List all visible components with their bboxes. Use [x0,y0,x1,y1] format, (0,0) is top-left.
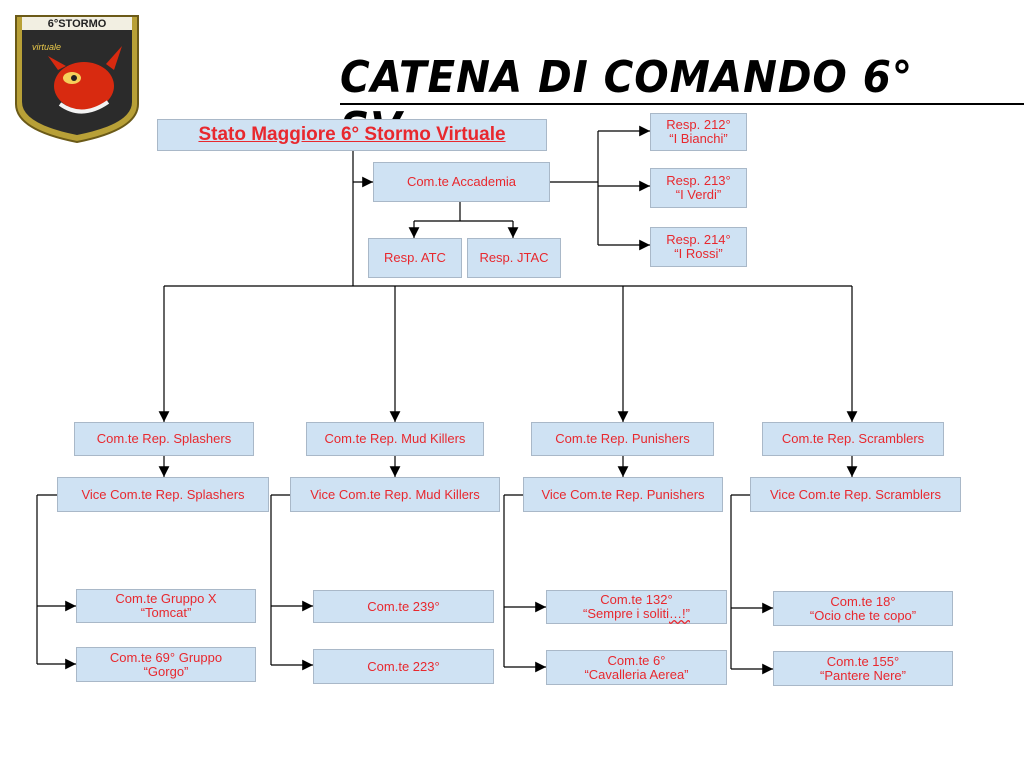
resp-212-node: Resp. 212° “I Bianchi” [650,113,747,151]
resp-213-node: Resp. 213° “I Verdi” [650,168,747,208]
unit-line2-tail: …!” [669,606,690,621]
unit-line2: “Cavalleria Aerea” [584,666,689,682]
unit-132-node: Com.te 132° “Sempre i soliti…!” [546,590,727,624]
svg-text:virtuale: virtuale [32,42,61,52]
resp-212-line2: “I Bianchi” [669,131,728,146]
unit-line2: “Gorgo” [143,663,189,679]
unit-line2: “Sempre i soliti…!” [583,607,690,621]
root-node: Stato Maggiore 6° Stormo Virtuale [157,119,547,151]
unit-223-node: Com.te 223° [313,649,494,684]
unit-line1: Com.te 155° [826,653,900,669]
svg-text:6°STORMO: 6°STORMO [48,18,107,30]
title-underline [340,103,1024,105]
unit-line1: Com.te 132° [600,592,673,607]
punishers-vice-node: Vice Com.te Rep. Punishers [523,477,723,512]
unit-line1: Com.te Gruppo X [115,591,217,606]
punishers-commander-node: Com.te Rep. Punishers [531,422,714,456]
unit-line2-main: “Sempre i soliti [583,606,669,621]
unit-line1: Com.te 223° [367,658,440,674]
resp-atc-node: Resp. ATC [368,238,462,278]
scramblers-commander-node: Com.te Rep. Scramblers [762,422,944,456]
unit-line2: “Ocio che te copo” [809,607,917,623]
splashers-commander-node: Com.te Rep. Splashers [74,422,254,456]
academy-commander-node: Com.te Accademia [373,162,550,202]
unit-239-node: Com.te 239° [313,590,494,623]
resp-212-line1: Resp. 212° [666,117,731,132]
unit-line2: “Tomcat” [140,605,192,620]
splashers-vice-node: Vice Com.te Rep. Splashers [57,477,269,512]
mudkillers-vice-node: Vice Com.te Rep. Mud Killers [290,477,500,512]
resp-jtac-node: Resp. JTAC [467,238,561,278]
unit-line1: Com.te 69° Gruppo [109,649,223,665]
unit-6-node: Com.te 6° “Cavalleria Aerea” [546,650,727,685]
resp-214-node: Resp. 214° “I Rossi” [650,227,747,267]
resp-213-line1: Resp. 213° [666,173,731,188]
resp-214-line1: Resp. 214° [666,232,731,247]
resp-214-line2: “I Rossi” [674,246,723,261]
unit-gruppo-x-node: Com.te Gruppo X “Tomcat” [76,589,256,623]
stormo-logo: 6°STORMO virtuale [15,15,139,144]
resp-213-line2: “I Verdi” [675,187,722,202]
mudkillers-commander-node: Com.te Rep. Mud Killers [306,422,484,456]
unit-69-gruppo-node: Com.te 69° Gruppo “Gorgo” [76,647,256,682]
unit-line1: Com.te 239° [367,598,440,614]
unit-155-node: Com.te 155° “Pantere Nere” [773,651,953,686]
unit-line2: “Pantere Nere” [820,667,906,683]
unit-18-node: Com.te 18° “Ocio che te copo” [773,591,953,626]
unit-line1: Com.te 6° [607,652,666,668]
scramblers-vice-node: Vice Com.te Rep. Scramblers [750,477,961,512]
unit-line1: Com.te 18° [830,593,896,609]
